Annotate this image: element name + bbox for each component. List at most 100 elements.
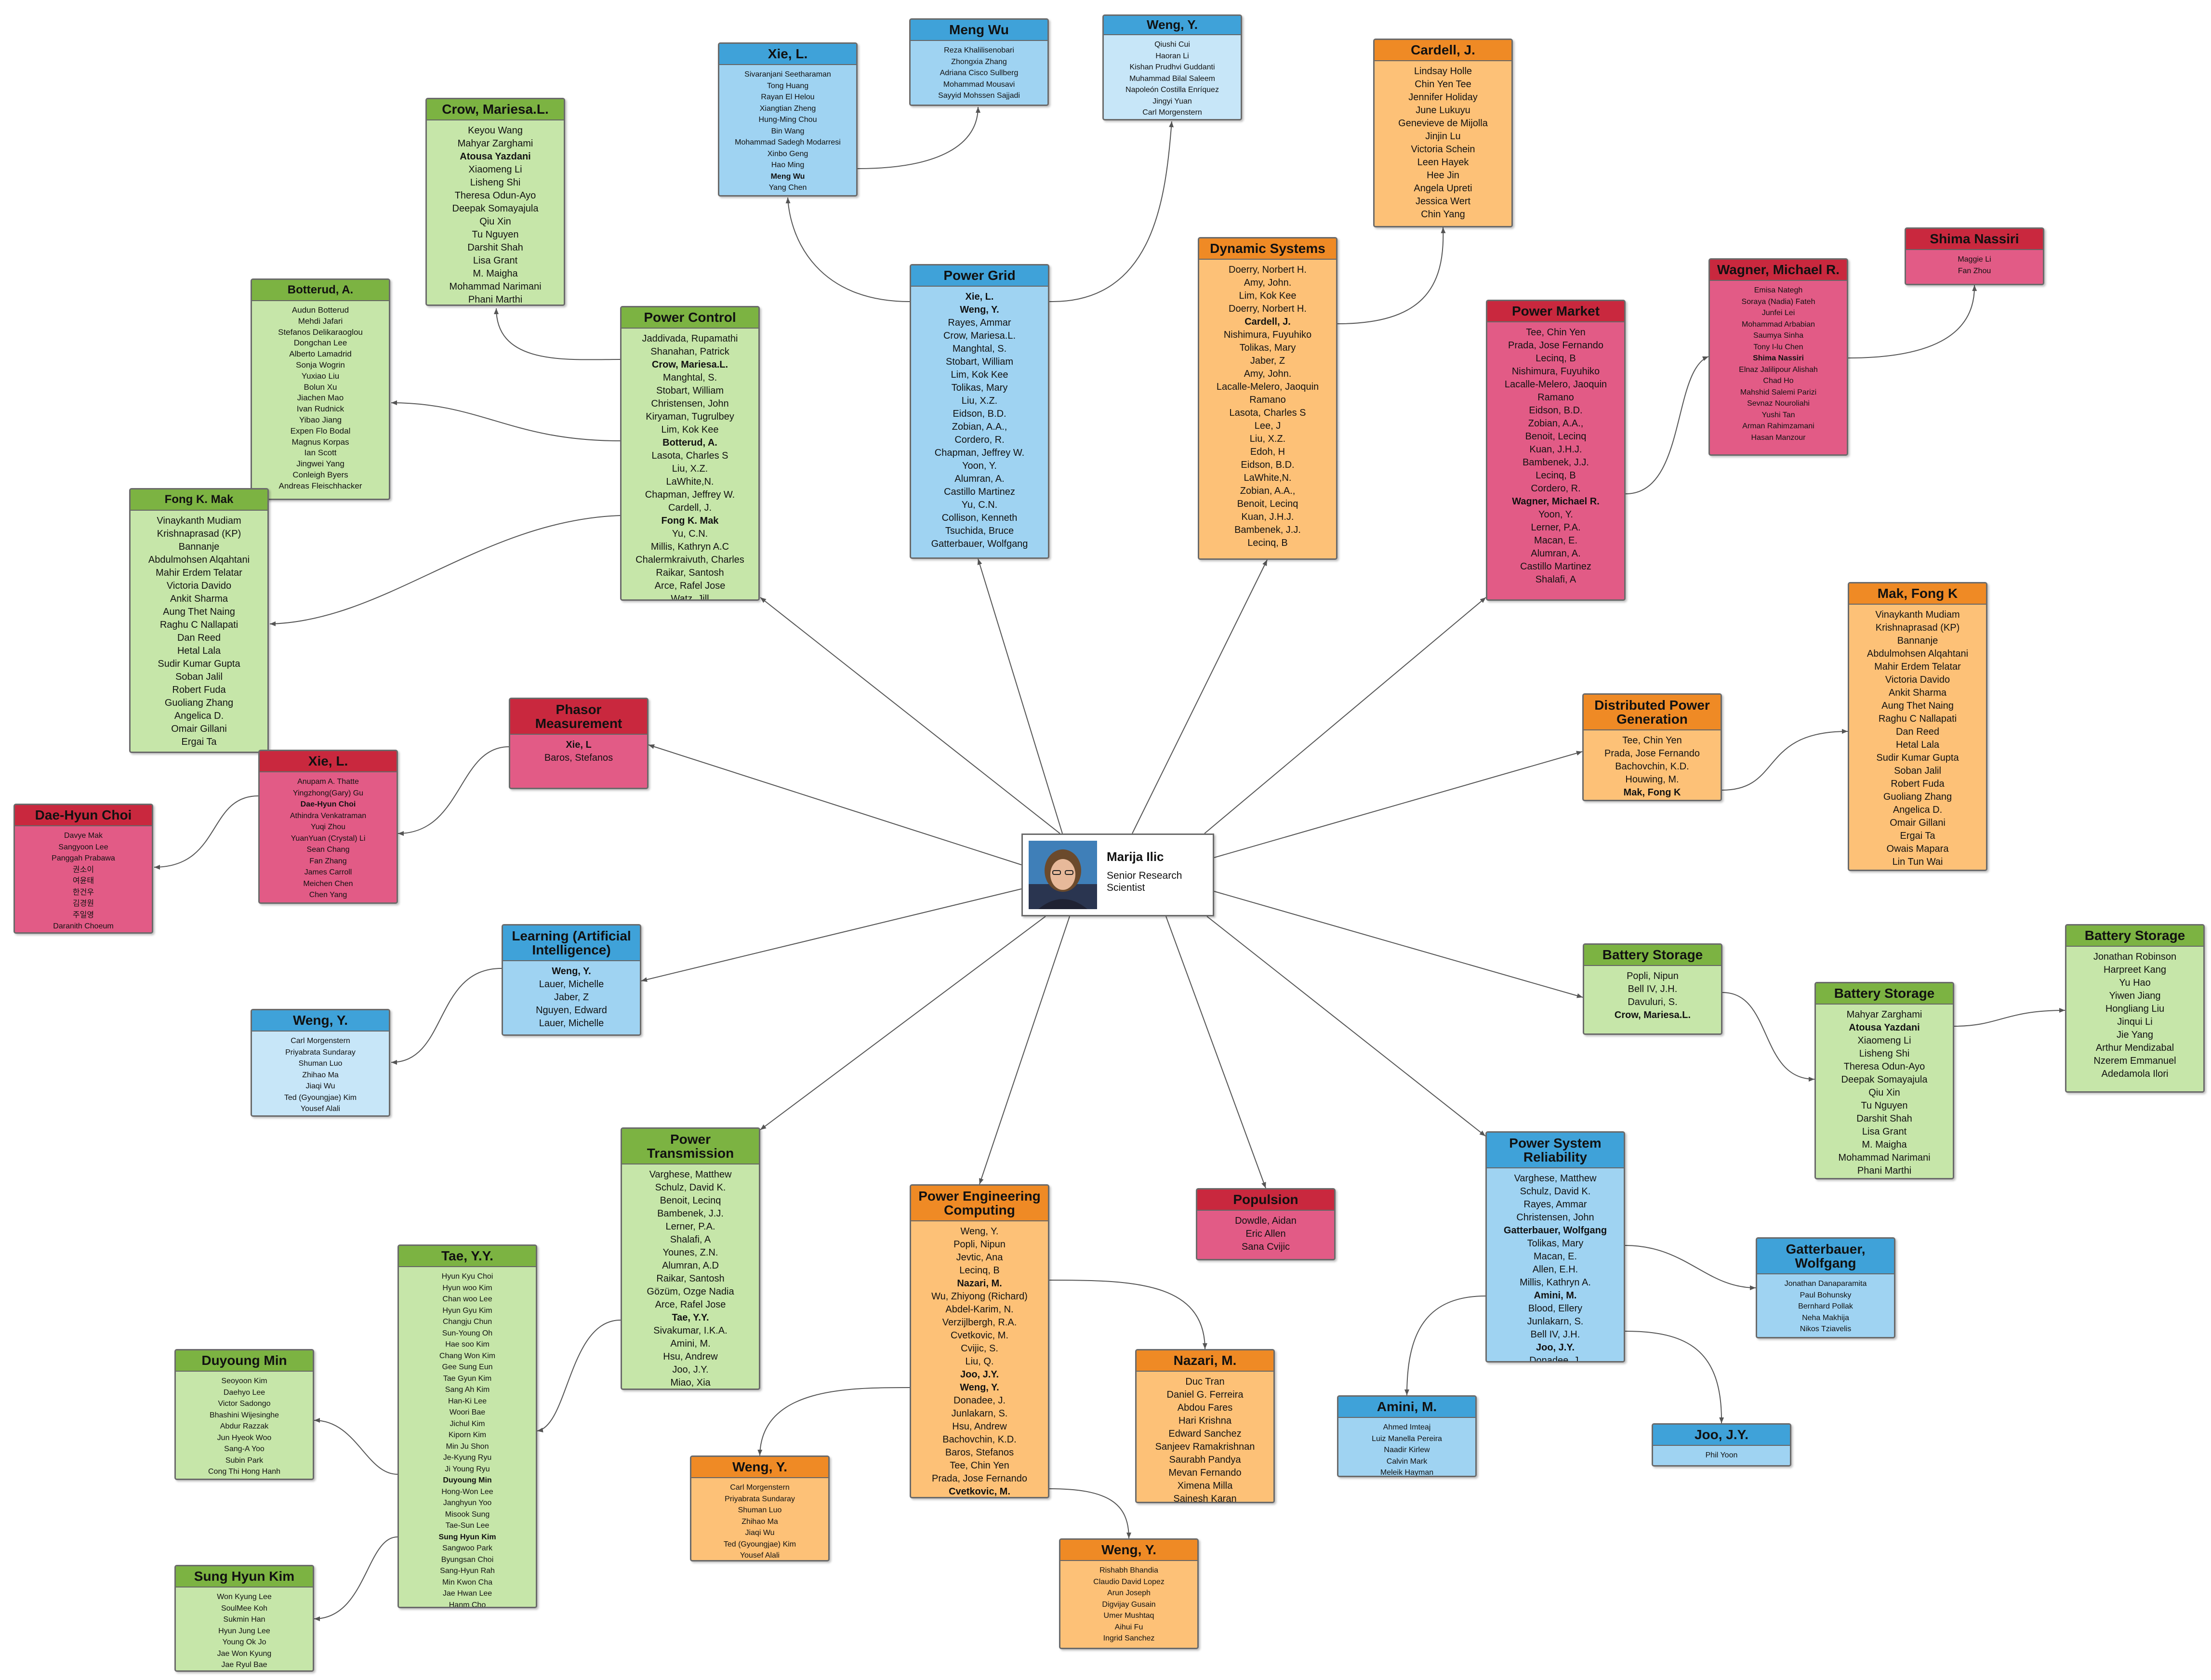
member-item: Tae-Sun Lee — [445, 1521, 490, 1530]
member-item: Doerry, Norbert H. — [1229, 265, 1307, 275]
member-item: Weng, Y. — [960, 1226, 999, 1237]
member-item: M. Maigha — [473, 268, 518, 279]
member-item: Changju Chun — [442, 1318, 492, 1326]
node-title: Nazari, M. — [1137, 1350, 1273, 1372]
member-item: Victoria Davido — [1885, 675, 1950, 685]
member-item: Paul Bohunsky — [1800, 1291, 1852, 1299]
member-item: Han-Ki Lee — [448, 1397, 487, 1405]
member-item: Nishimura, Fuyuhiko — [1223, 330, 1312, 340]
node-title: Shima Nassiri — [1906, 229, 2043, 250]
member-item: Cordero, R. — [1531, 483, 1581, 494]
member-item: Lecinq, B — [1247, 538, 1288, 548]
member-item: Maggie Li — [1958, 255, 1991, 264]
node-title: Joo, J.Y. — [1653, 1425, 1790, 1446]
center-title: Senior Research Scientist — [1107, 870, 1182, 894]
member-item: Jichul Kim — [450, 1419, 485, 1428]
member-item: Millis, Kathryn A. — [1520, 1277, 1591, 1288]
connector-mak-right — [1721, 729, 1848, 791]
member-item: Deepak Somayajula — [1841, 1074, 1928, 1085]
member-item: Jun Hyeok Woo — [217, 1433, 272, 1442]
member-item: Shima Nassiri — [1753, 354, 1804, 362]
node-title: Crow, Mariesa.L. — [427, 99, 564, 120]
connector-dpg — [1214, 751, 1583, 858]
member-item: Jinjin Lu — [1425, 131, 1461, 142]
member-item: Elnaz Jalilipour Alishah — [1739, 365, 1818, 374]
connector-weng-bottom — [1049, 1488, 1131, 1539]
member-item: Bell IV, J.H. — [1628, 984, 1678, 994]
member-item: 여윤태 — [72, 877, 94, 885]
member-item: Watz, Jill — [671, 594, 709, 601]
member-item: Liu, X.Z. — [672, 463, 708, 474]
member-item: Hung-Ming Chou — [758, 116, 817, 124]
member-item: Rishabh Bhandia — [1099, 1566, 1158, 1574]
member-item: Andreas Fleischhacker — [278, 481, 362, 490]
member-item: Jaber, Z — [554, 992, 589, 1003]
member-item: Benoit, Lecinq — [1237, 499, 1298, 509]
member-item: Zhihao Ma — [302, 1071, 339, 1079]
member-item: Shuman Luo — [738, 1506, 782, 1514]
member-item: Daehyo Lee — [223, 1388, 265, 1397]
member-item: Lasota, Charles S — [651, 450, 728, 461]
connector-wagner — [1625, 356, 1709, 494]
member-item: Younes, Z.N. — [662, 1247, 718, 1258]
node-joo[interactable]: Joo, J.Y.Phil Yoon — [1652, 1423, 1791, 1467]
member-item: Yuxiao Liu — [301, 371, 340, 381]
member-item: Mahshid Salemi Parizi — [1740, 388, 1817, 397]
node-title: Dynamic Systems — [1199, 238, 1336, 260]
member-item: Verzijlbergh, R.A. — [942, 1317, 1017, 1328]
member-item: Aihui Fu — [1114, 1623, 1143, 1631]
member-item: Chin Yen Tee — [1415, 79, 1471, 90]
member-item: Sang Ah Kim — [445, 1386, 490, 1394]
member-item: Darshit Shah — [467, 242, 523, 253]
node-learning[interactable]: Learning (Artificial Intelligence)Weng, … — [502, 924, 641, 1036]
node-title: Phasor Measurement — [510, 699, 647, 735]
center-person-card[interactable]: Marija Ilic Senior Research Scientist — [1021, 833, 1214, 916]
member-item: Audun Botterud — [291, 305, 349, 315]
member-item: Hyun Kyu Choi — [441, 1272, 493, 1281]
member-item: Yuqi Zhou — [310, 823, 346, 831]
member-item: Arman Rahimzamani — [1742, 422, 1814, 430]
member-item: Victor Sadongo — [218, 1400, 271, 1408]
node-title: Xie, L. — [260, 751, 397, 772]
member-item: Nishimura, Fuyuhiko — [1511, 366, 1600, 377]
node-title: Botterud, A. — [252, 280, 389, 301]
member-item: Mohammad Mousavi — [943, 80, 1015, 89]
